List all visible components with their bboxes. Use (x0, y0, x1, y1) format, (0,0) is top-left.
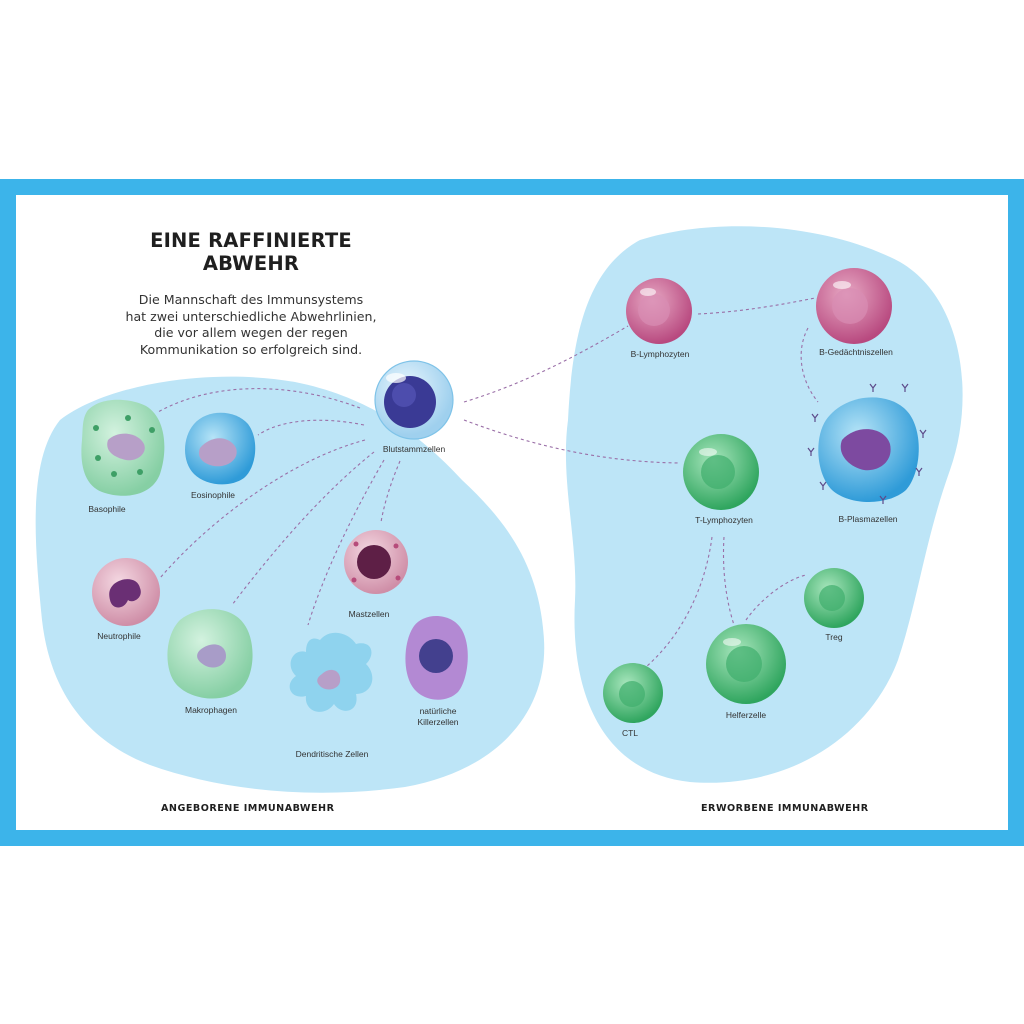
page-title-line2: ABWEHR (202, 252, 300, 275)
intro-text-line3: die vor allem wegen der regen (154, 325, 348, 340)
connector-bmemory-bplasma (800, 327, 819, 403)
connector-stem-basophile (157, 388, 361, 413)
connector-stem-mastzellen (380, 460, 401, 523)
connector-stem-makrophagen (231, 451, 375, 606)
makrophagen-cell (167, 609, 253, 699)
connector-helper-treg (745, 574, 807, 621)
mastzelle-cell (344, 530, 408, 594)
label-neutrophile: Neutrophile (97, 631, 141, 641)
basophile-cell (81, 399, 165, 496)
intro-text-line4: Kommunikation so erfolgreich sind. (139, 341, 363, 357)
connector-stem-eosinophile (257, 419, 365, 436)
connector-stem-blymph (463, 325, 629, 403)
eosinophile-cell (185, 412, 256, 485)
label-b-lymph: B-Lymphozyten (631, 349, 690, 359)
helferzelle-cell (706, 624, 786, 704)
intro-text-line2: hat zwei unterschiedliche Abwehrlinien, (125, 308, 377, 324)
connector-stem-tlymph (463, 419, 681, 464)
label-b-memory: B-Gedächtniszellen (819, 347, 893, 357)
b-plasmazelle-cell (807, 383, 927, 504)
label-nk-line2: Killerzellen (417, 717, 458, 727)
label-t-lymph: T-Lymphozyten (695, 515, 753, 525)
label-basophile: Basophile (88, 504, 126, 514)
label-b-plasma: B-Plasmazellen (838, 514, 897, 524)
section-label-adaptive: ERWORBENE IMMUNABWEHR (701, 803, 869, 814)
cell-labels: Blutstammzellen Basophile Eosinophile Ne… (88, 347, 897, 759)
blutstammzelle-cell (374, 360, 454, 440)
dendritische-zelle-cell (289, 632, 373, 712)
page-title-line1: EINE RAFFINIERTE (150, 229, 352, 252)
label-mastzellen: Mastzellen (349, 609, 390, 619)
adaptive-region (565, 226, 963, 783)
label-eosinophile: Eosinophile (191, 490, 235, 500)
nk-cell (405, 615, 468, 700)
b-gedaechtniszelle-cell (816, 268, 892, 344)
section-label-innate: ANGEBORENE IMMUNABWEHR (161, 803, 335, 814)
connector-tlymph-helper (722, 536, 735, 626)
label-stem: Blutstammzellen (383, 444, 446, 454)
label-helper: Helferzelle (726, 710, 766, 720)
label-makrophagen: Makrophagen (185, 705, 237, 715)
b-lymphozyt-cell (626, 278, 692, 344)
connector-stem-dendritisch (307, 459, 385, 626)
label-dendritisch: Dendritische Zellen (296, 749, 369, 759)
neutrophile-cell (92, 558, 160, 626)
t-lymphozyt-cell (683, 434, 759, 510)
intro-text-line1: Die Mannschaft des Immunsystems (138, 292, 364, 307)
label-ctl: CTL (622, 728, 638, 738)
treg-cell (804, 568, 864, 628)
connector-lines (157, 297, 819, 673)
label-treg: Treg (825, 632, 842, 642)
connector-tlymph-ctl (639, 536, 713, 673)
ctl-cell (603, 663, 663, 723)
connector-blymph-bmemory (697, 297, 816, 315)
label-nk-line1: natürliche (420, 706, 457, 716)
